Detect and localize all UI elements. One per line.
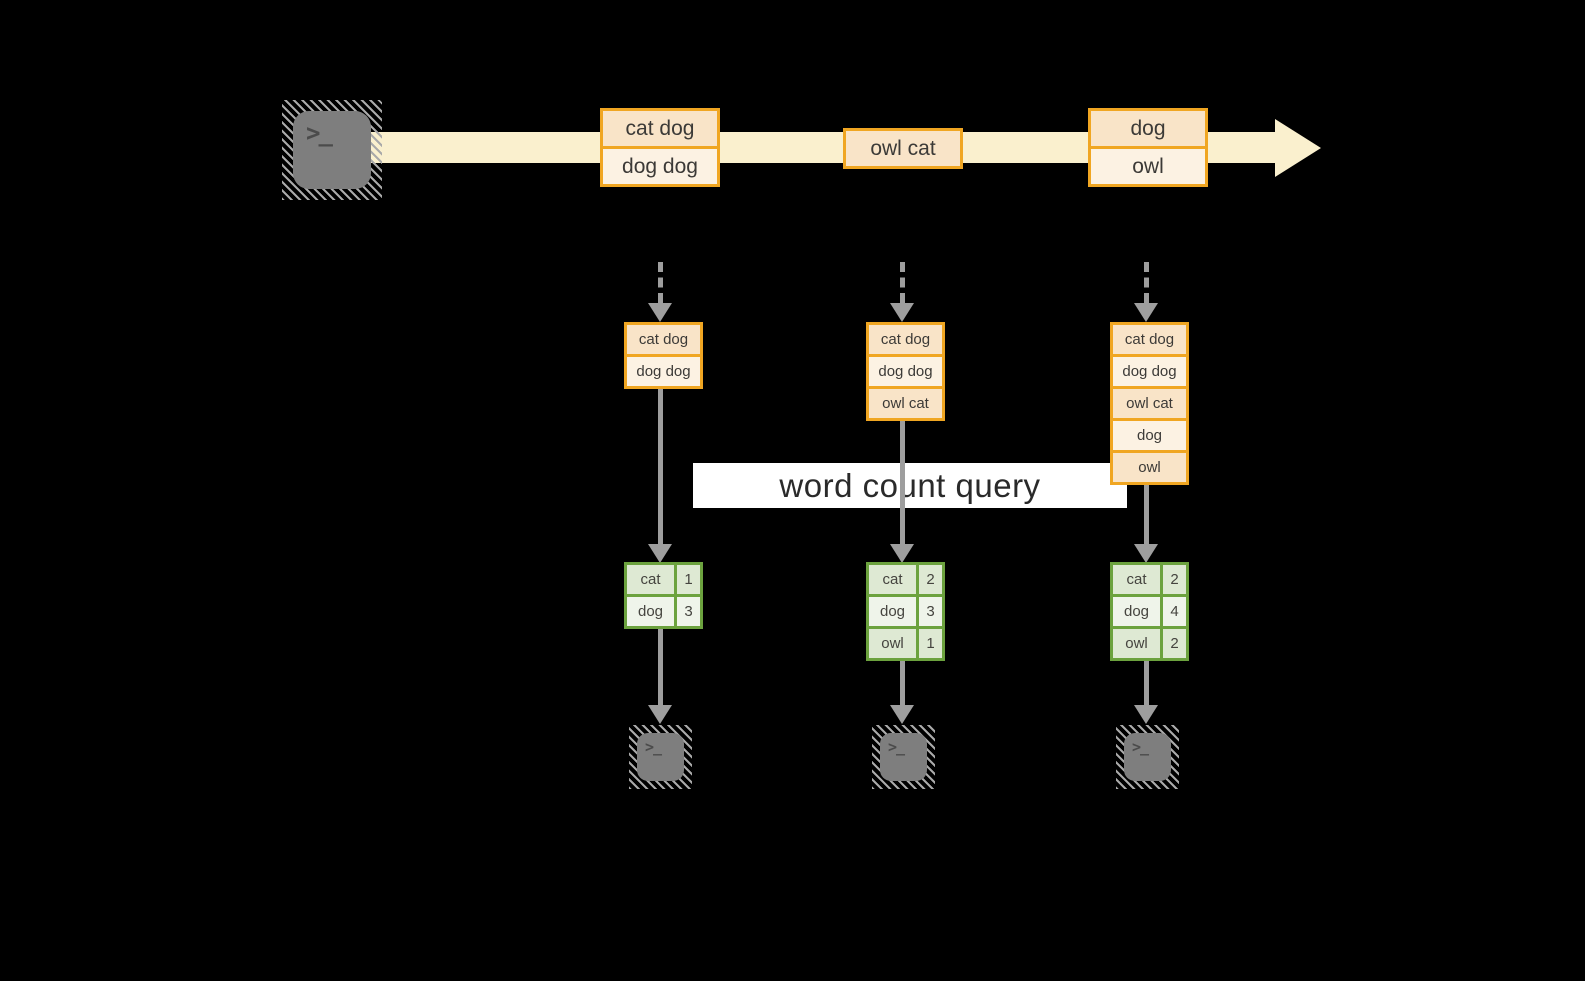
word-cell: cat bbox=[1113, 565, 1163, 594]
event-text: dog bbox=[1130, 116, 1166, 140]
terminal-screen: >_ bbox=[293, 111, 371, 189]
source-terminal-icon: >_ bbox=[282, 100, 382, 200]
terminal-prompt-icon: >_ bbox=[645, 738, 662, 756]
word-cell: cat bbox=[627, 565, 677, 594]
dashed-arrow-line bbox=[1144, 262, 1149, 303]
table-row: cat 2 bbox=[1113, 565, 1186, 594]
output-arrow-line bbox=[658, 629, 663, 705]
word-cell: dog bbox=[869, 597, 919, 626]
count-cell: 4 bbox=[1163, 597, 1186, 626]
stack-row: dog dog bbox=[627, 354, 700, 386]
terminal-prompt-icon: >_ bbox=[888, 738, 905, 756]
stream-event-group-1: cat dog dog dog bbox=[600, 108, 720, 187]
event-stack-3: cat dog dog dog owl cat dog owl bbox=[1110, 322, 1189, 485]
table-row: cat 1 bbox=[627, 565, 700, 594]
terminal-screen: >_ bbox=[880, 733, 927, 781]
dashed-arrow-line bbox=[900, 262, 905, 303]
terminal-prompt-icon: >_ bbox=[306, 119, 333, 147]
dashed-arrow-head-icon bbox=[890, 303, 914, 322]
output-arrow-head-icon bbox=[890, 705, 914, 724]
count-cell: 1 bbox=[919, 629, 942, 658]
word-count-query-banner: word count query bbox=[693, 463, 1127, 508]
dashed-arrow-line bbox=[658, 262, 663, 303]
query-arrow-head-icon bbox=[648, 544, 672, 563]
stack-row: owl cat bbox=[1113, 386, 1186, 418]
table-row: dog 4 bbox=[1113, 594, 1186, 626]
stream-event: owl bbox=[1088, 146, 1208, 187]
output-terminal-icon: >_ bbox=[1116, 725, 1179, 789]
event-text: cat dog bbox=[625, 116, 695, 140]
word-cell: owl bbox=[869, 629, 919, 658]
stream-event: cat dog bbox=[600, 108, 720, 149]
word-cell: dog bbox=[1113, 597, 1163, 626]
stack-row: cat dog bbox=[627, 325, 700, 354]
terminal-screen: >_ bbox=[1124, 733, 1171, 781]
count-cell: 2 bbox=[1163, 629, 1186, 658]
output-terminal-icon: >_ bbox=[872, 725, 935, 789]
count-cell: 2 bbox=[1163, 565, 1186, 594]
query-arrow-line bbox=[1144, 485, 1149, 544]
count-cell: 3 bbox=[677, 597, 700, 626]
count-table-3: cat 2 dog 4 owl 2 bbox=[1110, 562, 1189, 661]
table-row: dog 3 bbox=[627, 594, 700, 626]
count-table-1: cat 1 dog 3 bbox=[624, 562, 703, 629]
stream-arrow-head-icon bbox=[1275, 119, 1321, 177]
query-arrow-line bbox=[900, 421, 905, 544]
query-arrow-head-icon bbox=[1134, 544, 1158, 563]
table-row: owl 2 bbox=[1113, 626, 1186, 658]
event-stack-1: cat dog dog dog bbox=[624, 322, 703, 389]
query-arrow-line bbox=[658, 389, 663, 544]
stream-event-group-3: dog owl bbox=[1088, 108, 1208, 187]
stack-row: dog bbox=[1113, 418, 1186, 450]
terminal-screen: >_ bbox=[637, 733, 684, 781]
dashed-arrow-head-icon bbox=[1134, 303, 1158, 322]
event-text: owl cat bbox=[870, 136, 936, 160]
stream-event-group-2: owl cat bbox=[843, 128, 963, 169]
table-row: owl 1 bbox=[869, 626, 942, 658]
dashed-arrow-head-icon bbox=[648, 303, 672, 322]
count-cell: 2 bbox=[919, 565, 942, 594]
event-stack-2: cat dog dog dog owl cat bbox=[866, 322, 945, 421]
stack-row: dog dog bbox=[869, 354, 942, 386]
output-arrow-head-icon bbox=[648, 705, 672, 724]
word-cell: owl bbox=[1113, 629, 1163, 658]
stack-row: owl bbox=[1113, 450, 1186, 482]
word-cell: cat bbox=[869, 565, 919, 594]
output-terminal-icon: >_ bbox=[629, 725, 692, 789]
event-text: owl bbox=[1132, 154, 1164, 178]
table-row: dog 3 bbox=[869, 594, 942, 626]
count-cell: 3 bbox=[919, 597, 942, 626]
stream-event: dog dog bbox=[600, 146, 720, 187]
count-table-2: cat 2 dog 3 owl 1 bbox=[866, 562, 945, 661]
stack-row: cat dog bbox=[869, 325, 942, 354]
query-arrow-head-icon bbox=[890, 544, 914, 563]
stack-row: dog dog bbox=[1113, 354, 1186, 386]
stack-row: owl cat bbox=[869, 386, 942, 418]
count-cell: 1 bbox=[677, 565, 700, 594]
output-arrow-head-icon bbox=[1134, 705, 1158, 724]
terminal-prompt-icon: >_ bbox=[1132, 738, 1149, 756]
table-row: cat 2 bbox=[869, 565, 942, 594]
stack-row: cat dog bbox=[1113, 325, 1186, 354]
word-cell: dog bbox=[627, 597, 677, 626]
output-arrow-line bbox=[900, 661, 905, 705]
stream-event: owl cat bbox=[843, 128, 963, 169]
banner-label: word count query bbox=[779, 466, 1041, 504]
event-text: dog dog bbox=[622, 154, 698, 178]
output-arrow-line bbox=[1144, 661, 1149, 705]
stream-event: dog bbox=[1088, 108, 1208, 149]
